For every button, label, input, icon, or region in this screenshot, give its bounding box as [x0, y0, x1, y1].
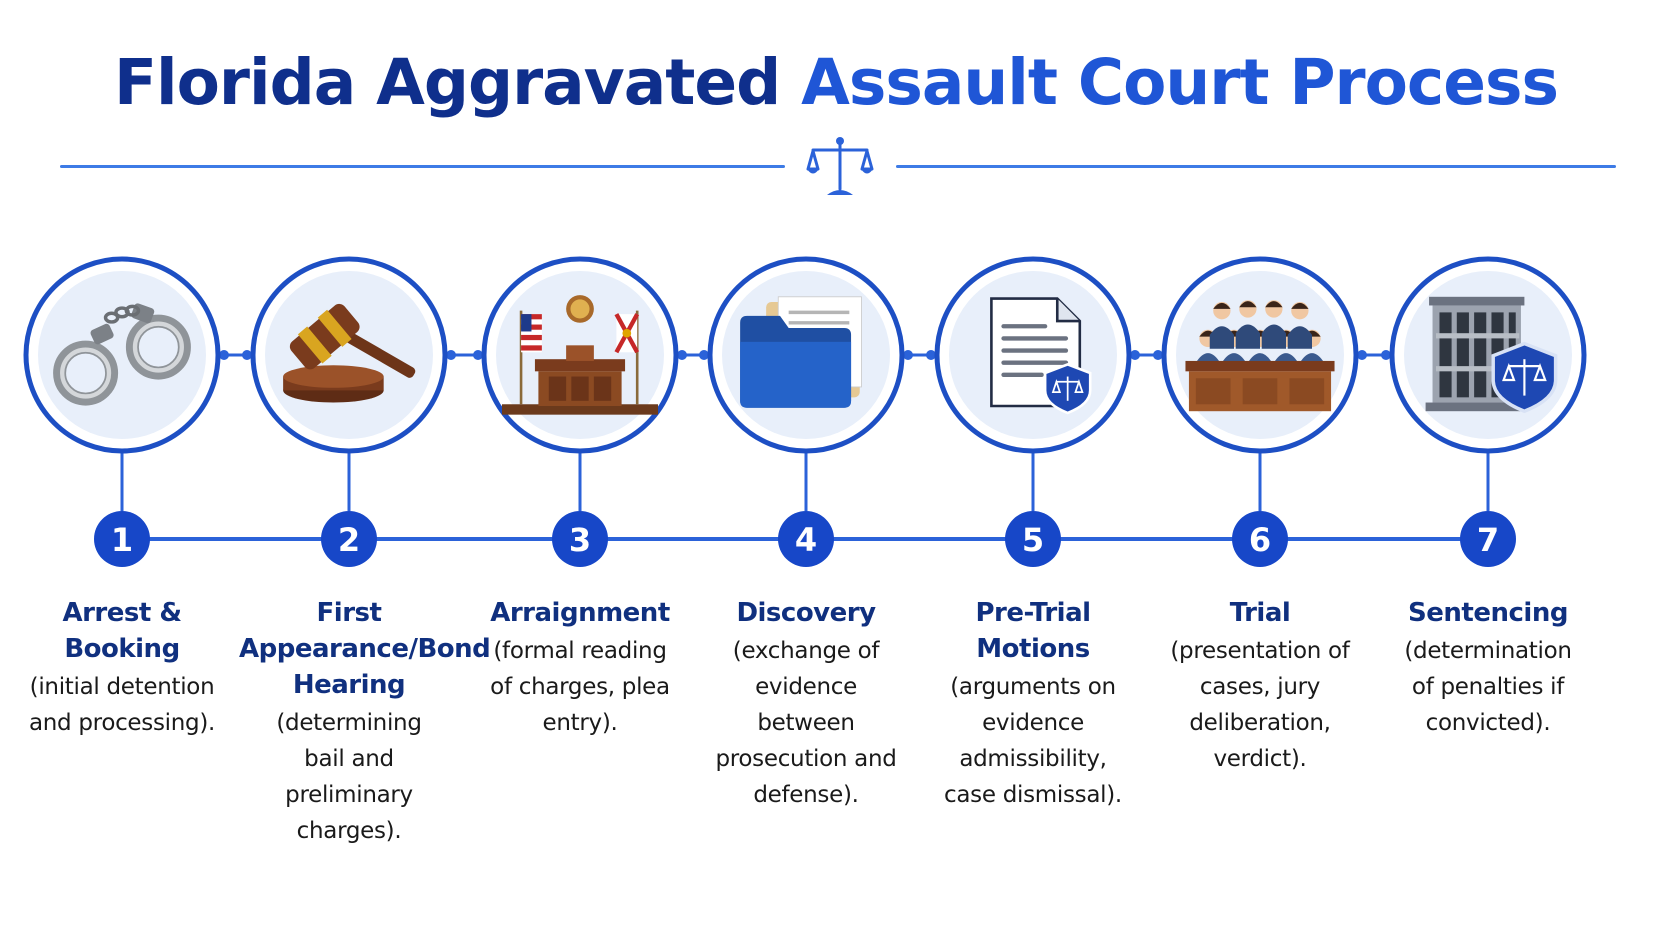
- connector-dot: [677, 350, 687, 360]
- connector-dot: [1357, 350, 1367, 360]
- step-title: Trial: [1229, 598, 1291, 628]
- step-number-badge: [552, 511, 608, 567]
- step-title: Pre-Trial Motions: [975, 598, 1091, 664]
- connector-dot: [1381, 350, 1391, 360]
- scales-of-justice-icon: [806, 137, 874, 195]
- step-node-6: 6: [1161, 256, 1359, 567]
- step-title: Arrest & Booking: [62, 598, 182, 664]
- step-label-7: Sentencing (determination of penalties if…: [1368, 595, 1608, 741]
- step-description: (initial detention and processing).: [28, 674, 216, 736]
- step-title: Arraignment: [490, 598, 670, 628]
- step-title: Sentencing: [1408, 598, 1568, 628]
- step-number-badge: [1005, 511, 1061, 567]
- connector-dot: [926, 350, 936, 360]
- step-description: (arguments on evidence admissibility, ca…: [944, 674, 1122, 808]
- step-number: 6: [1249, 521, 1271, 559]
- step-label-1: Arrest & Booking (initial detention and p…: [2, 595, 242, 741]
- step-description: (formal reading of charges, plea entry).: [490, 638, 670, 736]
- step-number: 7: [1477, 521, 1499, 559]
- step-number: 3: [569, 521, 591, 559]
- step-description: (determination of penalties if convicted…: [1404, 638, 1572, 736]
- step-node-1: 1: [23, 256, 221, 567]
- step-node-2: 2: [250, 256, 448, 567]
- legal-document-shield-icon: [991, 299, 1090, 413]
- step-number-badge: [778, 511, 834, 567]
- step-label-6: Trial (presentation of cases, jury delibe…: [1140, 595, 1380, 777]
- connector-dot: [219, 350, 229, 360]
- connector-dot: [1153, 350, 1163, 360]
- title-rule-left: [60, 165, 785, 168]
- connector-dot: [446, 350, 456, 360]
- step-description: (presentation of cases, jury deliberatio…: [1170, 638, 1350, 772]
- step-number: 5: [1022, 521, 1044, 559]
- connector-dot: [903, 350, 913, 360]
- step-label-5: Pre-Trial Motions (arguments on evidence …: [913, 595, 1153, 813]
- step-title: First Appearance/Bond Hearing: [239, 598, 491, 700]
- step-node-4: 4: [707, 256, 905, 567]
- step-node-3: 3: [481, 256, 679, 567]
- step-number-badge: [94, 511, 150, 567]
- step-number-badge: [1460, 511, 1516, 567]
- step-number: 2: [338, 521, 360, 559]
- title-rule-right: [896, 165, 1616, 168]
- step-description: (determining bail and preliminary charge…: [276, 710, 422, 844]
- connector-dot: [242, 350, 252, 360]
- connector-dot: [1130, 350, 1140, 360]
- step-number-badge: [321, 511, 377, 567]
- page-title: Florida Aggravated Assault Court Process: [0, 38, 1672, 128]
- connector-dot: [699, 350, 709, 360]
- step-label-2: First Appearance/Bond Hearing(determinin…: [229, 595, 491, 849]
- step-number: 4: [795, 521, 817, 559]
- title-part-1: Florida Aggravated: [114, 46, 802, 119]
- step-label-4: Discovery (exchange of evidence between p…: [686, 595, 926, 813]
- step-node-5: 5: [934, 256, 1132, 567]
- step-number: 1: [111, 521, 133, 559]
- step-node-7: 7: [1389, 256, 1587, 567]
- connector-dot: [473, 350, 483, 360]
- title-part-2: Assault Court Process: [801, 46, 1559, 119]
- step-label-3: Arraignment (formal reading of charges, p…: [460, 595, 700, 741]
- step-number-badge: [1232, 511, 1288, 567]
- step-ring-fill: [265, 271, 433, 439]
- step-title: Discovery: [736, 598, 876, 628]
- step-description: (exchange of evidence between prosecutio…: [715, 638, 897, 808]
